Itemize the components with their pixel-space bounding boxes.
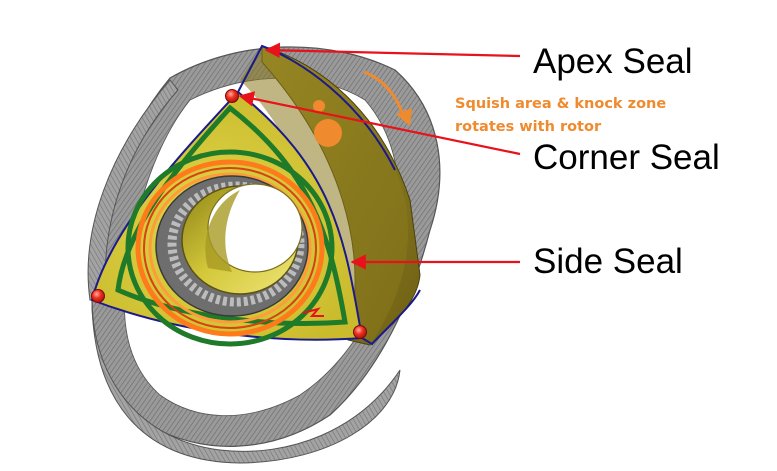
side-seal-rings [115, 104, 348, 347]
side-edge-line [361, 289, 421, 346]
knock-zone-markers [313, 100, 342, 147]
knock-zone-small-dot [313, 100, 325, 112]
corner-seal-arrow [238, 91, 521, 156]
apex-seal-label: Apex Seal [533, 42, 693, 81]
rotor-bore [181, 183, 303, 295]
corner-seal-label: Corner Seal [533, 138, 720, 177]
flame-mark [302, 307, 324, 317]
corner-seals [91, 89, 367, 339]
corner-seal-left [91, 289, 105, 303]
rotation-arrow-icon [363, 70, 412, 126]
leader-arrows [238, 42, 521, 270]
housing-lower-arc [91, 304, 401, 464]
apex-seal-arrow [264, 42, 521, 59]
housing-left-arc [87, 79, 179, 301]
knock-zone-large-dot [314, 119, 342, 147]
annotation-line-1: Squish area & knock zone [455, 96, 666, 112]
side-seal-label: Side Seal [533, 242, 683, 281]
corner-seal-top [225, 89, 239, 103]
corner-seal-right [353, 325, 367, 339]
annotation-line-2: rotates with rotor [455, 119, 602, 135]
